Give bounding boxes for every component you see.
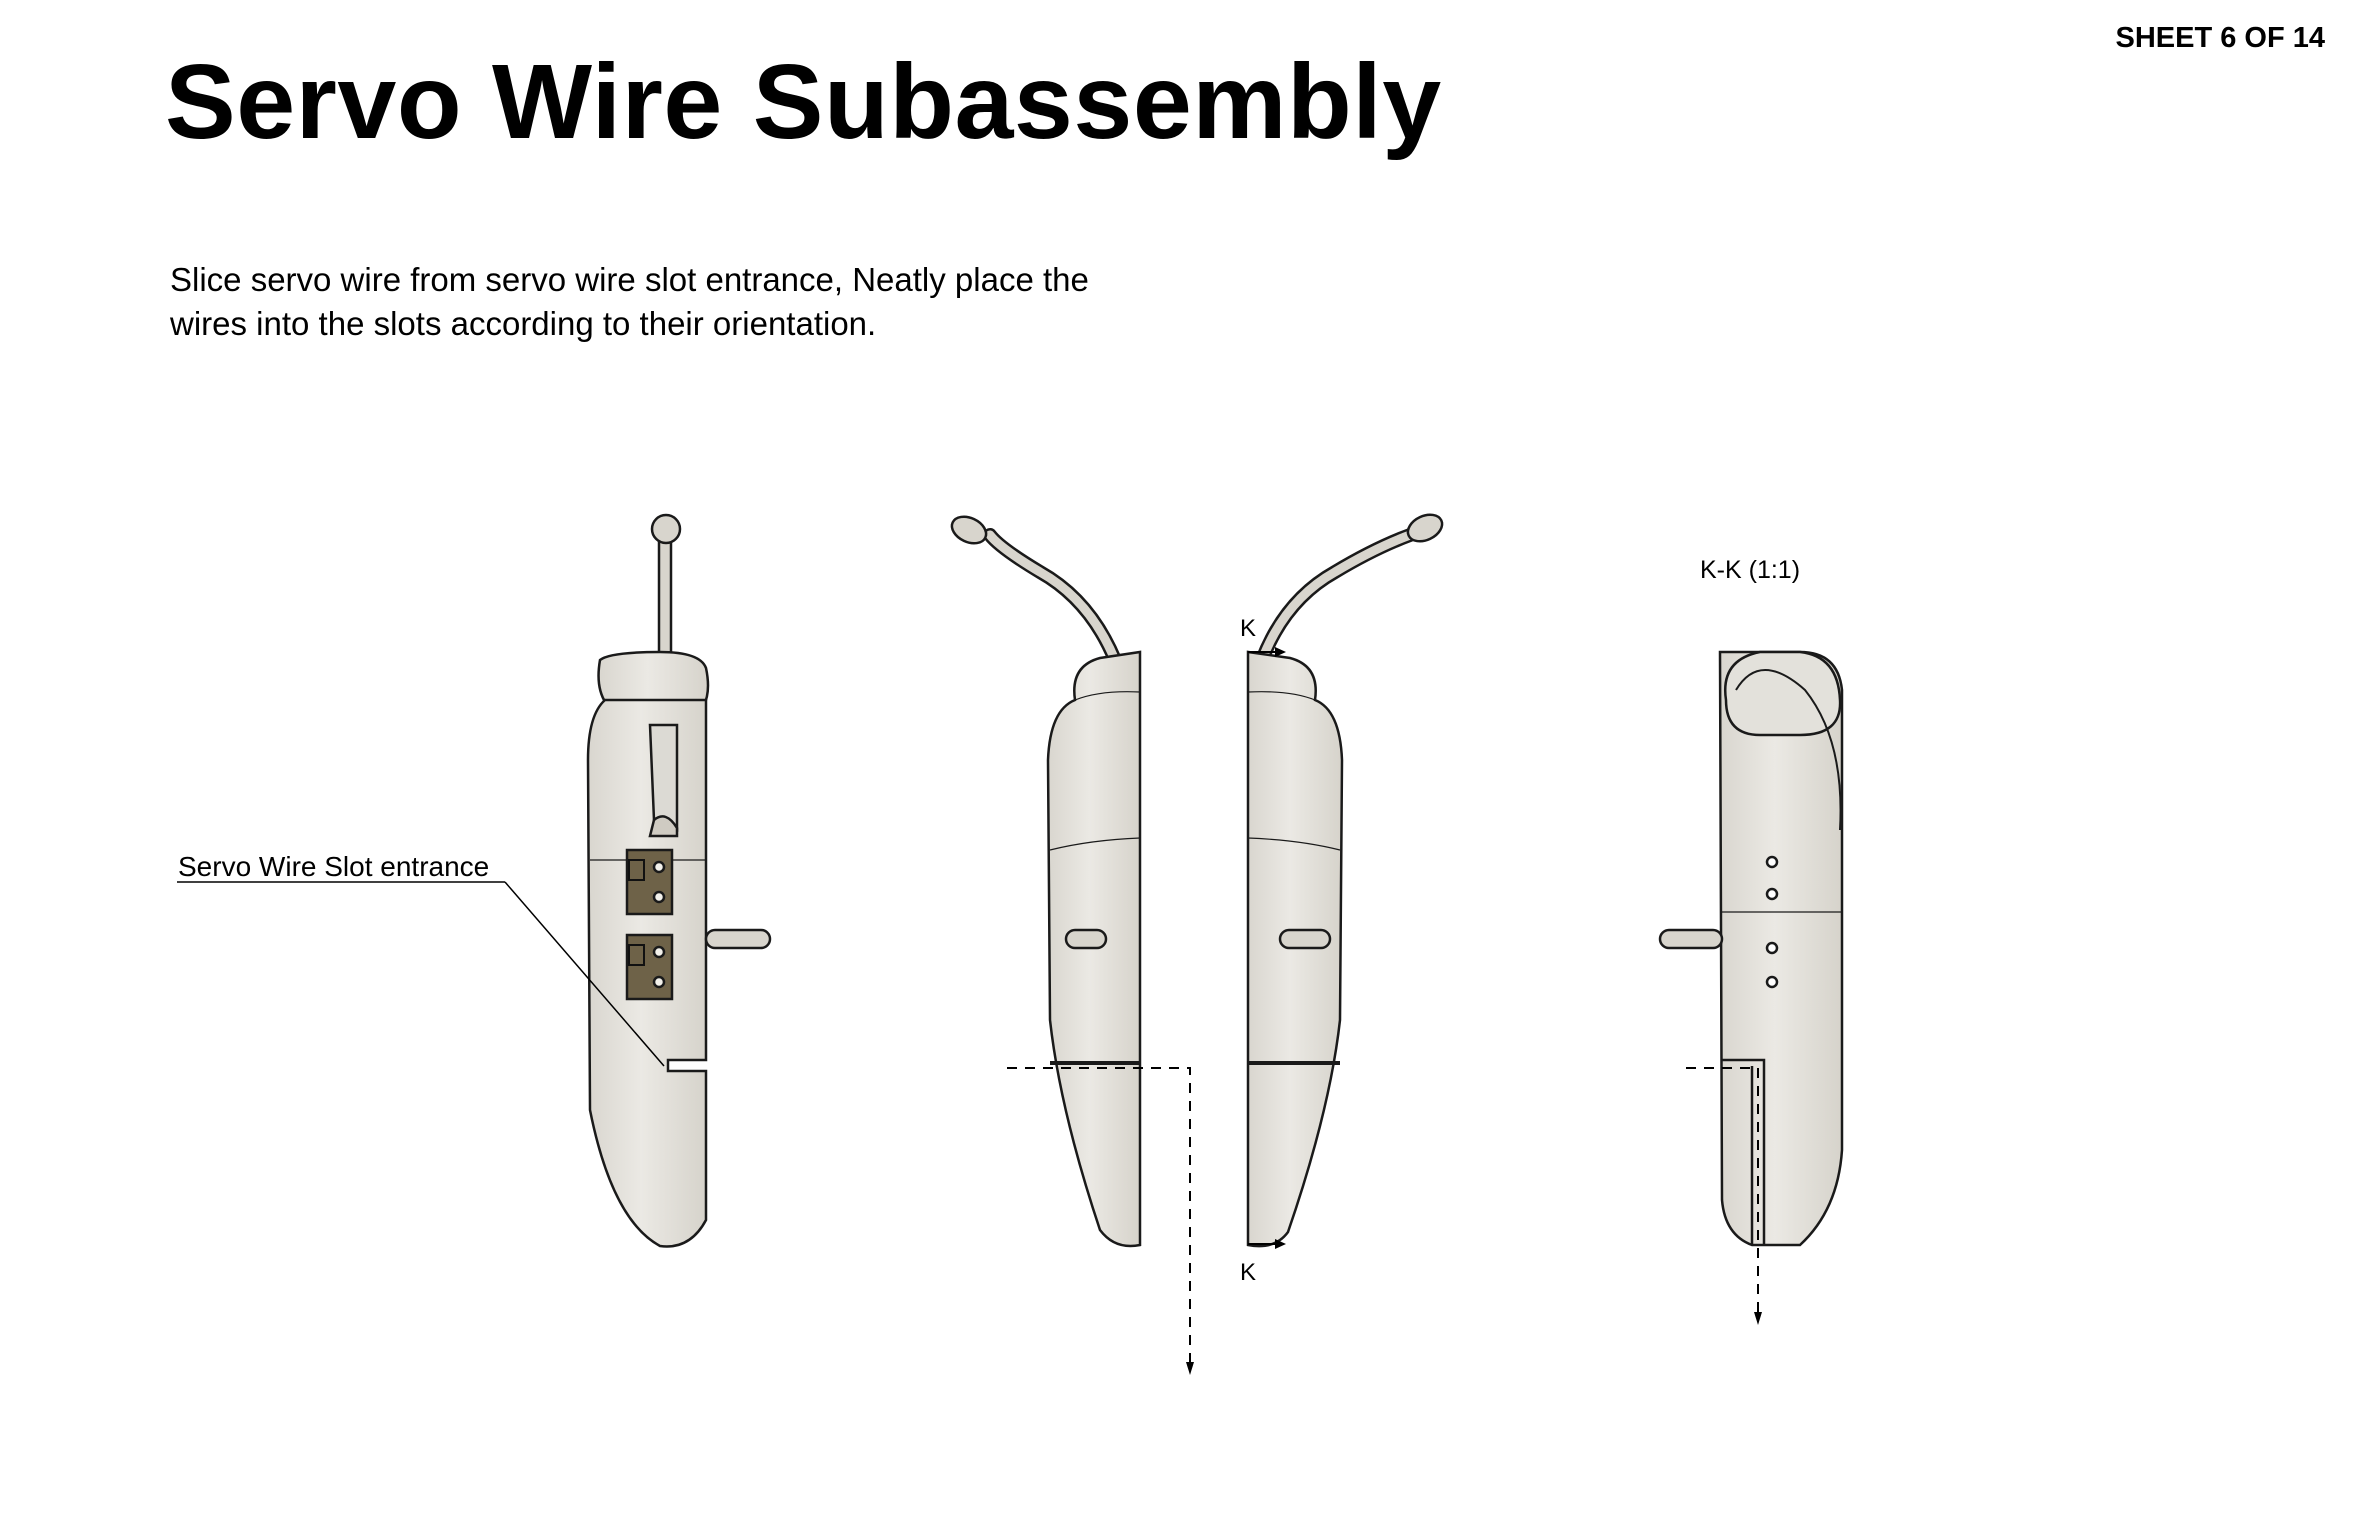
side-peg [704,928,772,950]
section-body [1718,650,1844,1247]
cut-path-section [1686,1067,1759,1316]
left-antenna-tip [950,515,988,545]
section-peg [1658,928,1724,950]
section-head [1723,650,1842,737]
right-antenna-outline [1255,528,1417,667]
left-peg [1064,928,1108,950]
instruction-line-1: Slice servo wire from servo wire slot en… [170,261,1089,298]
antenna-stalk [657,530,673,664]
section-marker: K K [1240,615,1286,1286]
sheet-number: SHEET 6 OF 14 [2115,22,2325,54]
section-view-label: K-K (1:1) [1700,556,1800,584]
cut-path-center [1007,1067,1191,1365]
section-marker-bottom: K [1240,1259,1256,1286]
right-antenna-tip [1406,513,1444,543]
left-antenna [985,530,1120,665]
side-view [586,513,772,1248]
instruction-text: Slice servo wire from servo wire slot en… [170,258,1270,346]
hole-1 [1765,855,1779,869]
page-title: Servo Wire Subassembly [165,43,1442,161]
slot-latch [648,815,679,838]
hole-2 [1765,887,1779,901]
connector-lower [625,933,674,1001]
connector-upper [625,848,674,916]
right-peg [1278,928,1332,950]
slot-entrance-callout: Servo Wire Slot entrance [177,851,665,1067]
upper-slot [648,723,679,833]
front-view-left [950,515,1142,1248]
slot-entrance-label: Servo Wire Slot entrance [178,851,489,882]
instruction-line-2: wires into the slots according to their … [170,305,877,342]
antenna-tip [650,513,682,545]
section-marker-top: K [1240,615,1256,642]
right-antenna [1257,530,1415,665]
hole-4 [1765,975,1779,989]
section-view [1658,650,1844,1247]
hole-3 [1765,941,1779,955]
front-view-right [1246,513,1444,1248]
